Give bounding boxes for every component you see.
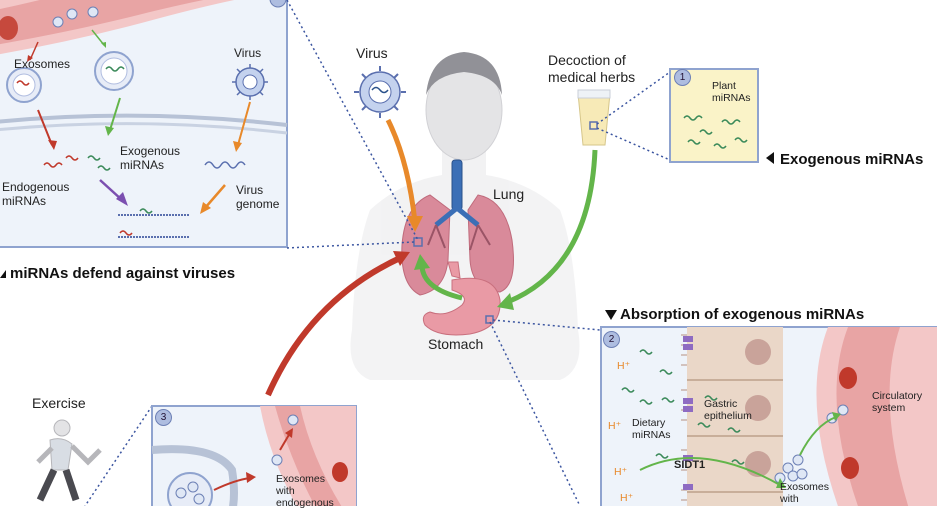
proton-label: H⁺ — [608, 420, 622, 432]
exogenous-mirnas-label: Exogenous miRNAs — [120, 144, 181, 172]
exosomes-label: Exosomes — [14, 57, 71, 71]
panel3-number: 3 — [155, 409, 172, 426]
virus-genome-label: Virus genome — [236, 183, 280, 211]
decoction-label: Decoction of medical herbs — [548, 52, 636, 85]
proton-label: H⁺ — [617, 360, 631, 372]
dietary-label: Dietary miRNAs — [632, 417, 671, 441]
plant-mirnas-label: Plant miRNAs — [712, 80, 751, 104]
absorption-title: Absorption of exogenous miRNAs — [620, 306, 865, 323]
red-blood-cell — [0, 16, 18, 40]
defense-caption: miRNAs defend against viruses — [10, 265, 236, 282]
sidt1-label: SIDT1 — [674, 459, 706, 471]
runner-figure — [36, 419, 102, 502]
stomach — [422, 261, 501, 336]
virus-label-small: Virus — [234, 46, 262, 60]
panel2-number: 2 — [603, 331, 620, 348]
exosomes-with-label: Exosomes with — [780, 481, 830, 505]
decoction-glass — [577, 89, 611, 146]
proton-label: H⁺ — [614, 466, 628, 478]
stomach-label: Stomach — [428, 336, 484, 352]
virus-icon — [232, 64, 268, 100]
proton-label: H⁺ — [620, 492, 634, 504]
exercise-label: Exercise — [32, 395, 86, 411]
gastric-label: Gastric epithelium — [704, 398, 752, 422]
virus-label: Virus — [356, 45, 388, 61]
endogenous-mirnas-label: Endogenous miRNAs — [2, 180, 70, 208]
exogenous-caption: Exogenous miRNAs — [780, 151, 924, 168]
panel3-exosomes-label: Exosomes with endogenous — [276, 473, 334, 509]
panel1-number: 1 — [674, 69, 691, 86]
triangle-marker — [0, 270, 6, 278]
circulatory-label: Circulatory system — [872, 390, 923, 414]
human-body — [350, 52, 580, 380]
virus-icon — [354, 66, 406, 118]
lung-label: Lung — [493, 186, 525, 202]
